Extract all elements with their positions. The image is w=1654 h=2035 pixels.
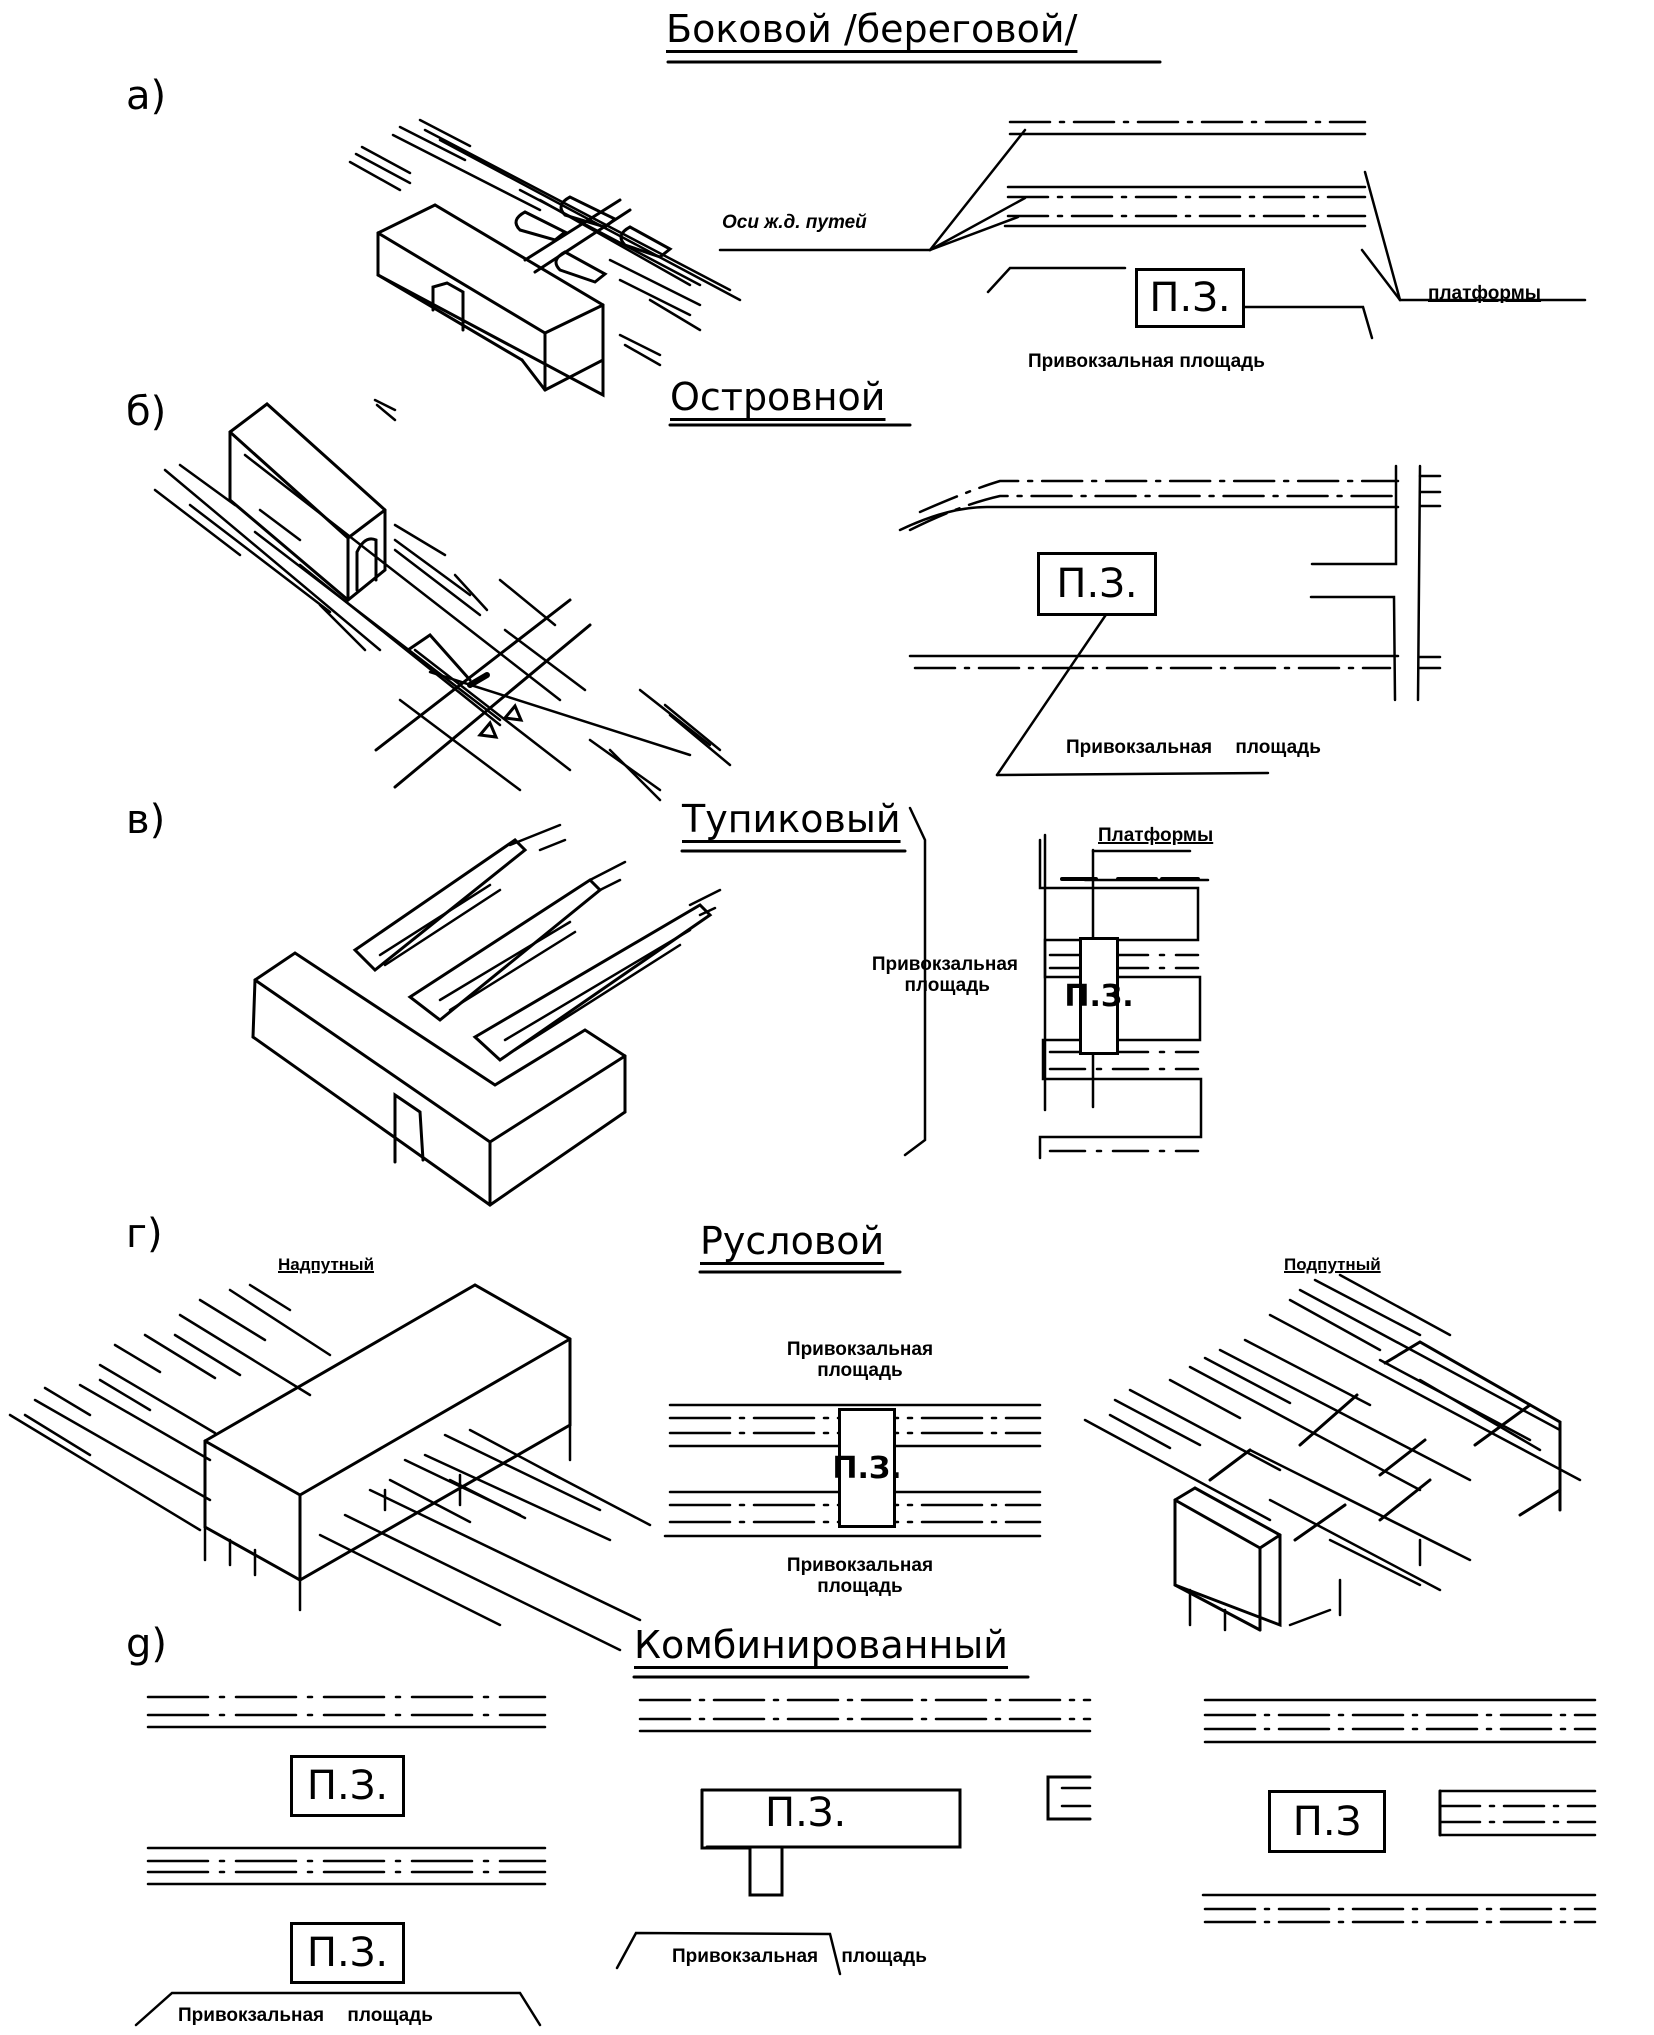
combined-station-plan-left <box>134 1695 547 2027</box>
side-station-isometric <box>348 118 742 398</box>
side-station-plan <box>718 120 1587 340</box>
label-square-b: Привокзальная площадь <box>1066 737 1321 758</box>
section-letter-a: а) <box>126 73 167 119</box>
label-square-v-line1: Привокзальная <box>871 954 1018 975</box>
island-station-isometric <box>153 398 732 802</box>
station-building-d-center: П.З. <box>765 1790 847 1836</box>
label-square-g-top: Привокзальная площадь <box>760 1339 960 1382</box>
station-building-v: П.З. <box>1064 937 1134 1055</box>
section-letter-d: g) <box>126 1621 167 1667</box>
below-track-station-isometric <box>1083 1273 1582 1632</box>
label-platforms-a: платформы <box>1428 283 1542 304</box>
above-track-station-isometric <box>8 1283 652 1652</box>
label-platforms-v: Платформы <box>1098 825 1214 846</box>
section-letter-g: г) <box>126 1211 163 1257</box>
station-building-d1: П.З. <box>290 1755 405 1817</box>
station-building-a: П.З. <box>1135 268 1245 328</box>
label-square-g-top-line1: Привокзальная <box>786 1339 934 1360</box>
island-station-plan <box>898 464 1442 777</box>
dead-end-station-isometric <box>251 823 722 1207</box>
track-lines <box>348 118 742 367</box>
station-building-g: П.З. <box>832 1408 902 1528</box>
label-below-track: Подпутный <box>1284 1255 1381 1274</box>
label-track-axes: Оси ж.д. путей <box>722 212 867 233</box>
label-square-a: Привокзальная площадь <box>1028 351 1265 372</box>
combined-station-plan-center <box>615 1698 1092 1976</box>
label-above-track: Надпутный <box>278 1255 375 1274</box>
section-title-combined: Комбинированный <box>634 1623 1009 1667</box>
label-square-v: Привокзальная площадь <box>818 954 1018 997</box>
label-square-d-center: Привокзальная площадь <box>672 1946 927 1967</box>
label-square-g-bottom: Привокзальная площадь <box>760 1555 960 1598</box>
section-letter-b: б) <box>126 389 167 435</box>
label-square-g-bottom-line2: площадь <box>817 1575 903 1597</box>
label-square-g-bottom-line1: Привокзальная <box>786 1555 934 1576</box>
station-building-b: П.З. <box>1037 552 1157 616</box>
section-letter-v: в) <box>126 797 166 843</box>
section-title-channel: Русловой <box>700 1219 885 1263</box>
label-square-d-left: Привокзальная площадь <box>178 2005 433 2026</box>
section-title-dead-end: Тупиковый <box>682 797 901 841</box>
section-title-side: Боковой /береговой/ <box>666 7 1078 51</box>
label-square-v-line2: площадь <box>904 974 990 996</box>
station-building-d2: П.З. <box>290 1922 405 1984</box>
label-square-g-top-line2: площадь <box>817 1359 903 1381</box>
section-title-island: Островной <box>670 375 886 419</box>
station-building-d-right: П.З <box>1268 1790 1386 1853</box>
combined-station-plan-right <box>1201 1698 1597 1924</box>
